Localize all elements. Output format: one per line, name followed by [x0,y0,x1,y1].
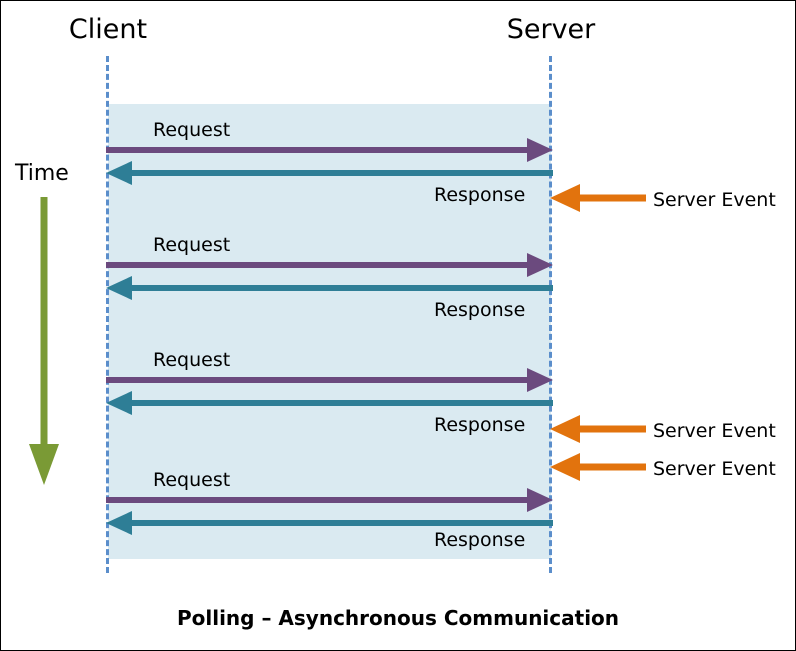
client-lifeline [106,56,109,573]
request-arrow [106,488,553,512]
server-event-arrow [550,184,646,212]
response-arrow [106,511,553,535]
server-event-label: Server Event [653,189,776,211]
request-label: Request [153,349,231,371]
diagram-caption: Polling – Asynchronous Communication [176,606,620,630]
response-label: Response [434,529,526,551]
participant-label-server: Server [506,14,596,45]
request-arrow [106,138,553,162]
server-lifeline [549,56,552,573]
response-arrow [106,391,553,415]
server-event-arrow [550,415,646,443]
server-event-label: Server Event [653,420,776,442]
server-event-arrow [550,453,646,481]
request-arrow [106,368,553,392]
request-label: Request [153,469,231,491]
response-label: Response [434,414,526,436]
time-arrow-icon [29,197,59,485]
time-axis-label: Time [15,161,69,186]
request-arrow [106,253,553,277]
response-label: Response [434,184,526,206]
server-event-label: Server Event [653,458,776,480]
response-arrow [106,276,553,300]
request-label: Request [153,234,231,256]
participant-label-client: Client [68,14,148,45]
response-arrow [106,161,553,185]
polling-band [108,104,551,559]
request-label: Request [153,119,231,141]
response-label: Response [434,299,526,321]
